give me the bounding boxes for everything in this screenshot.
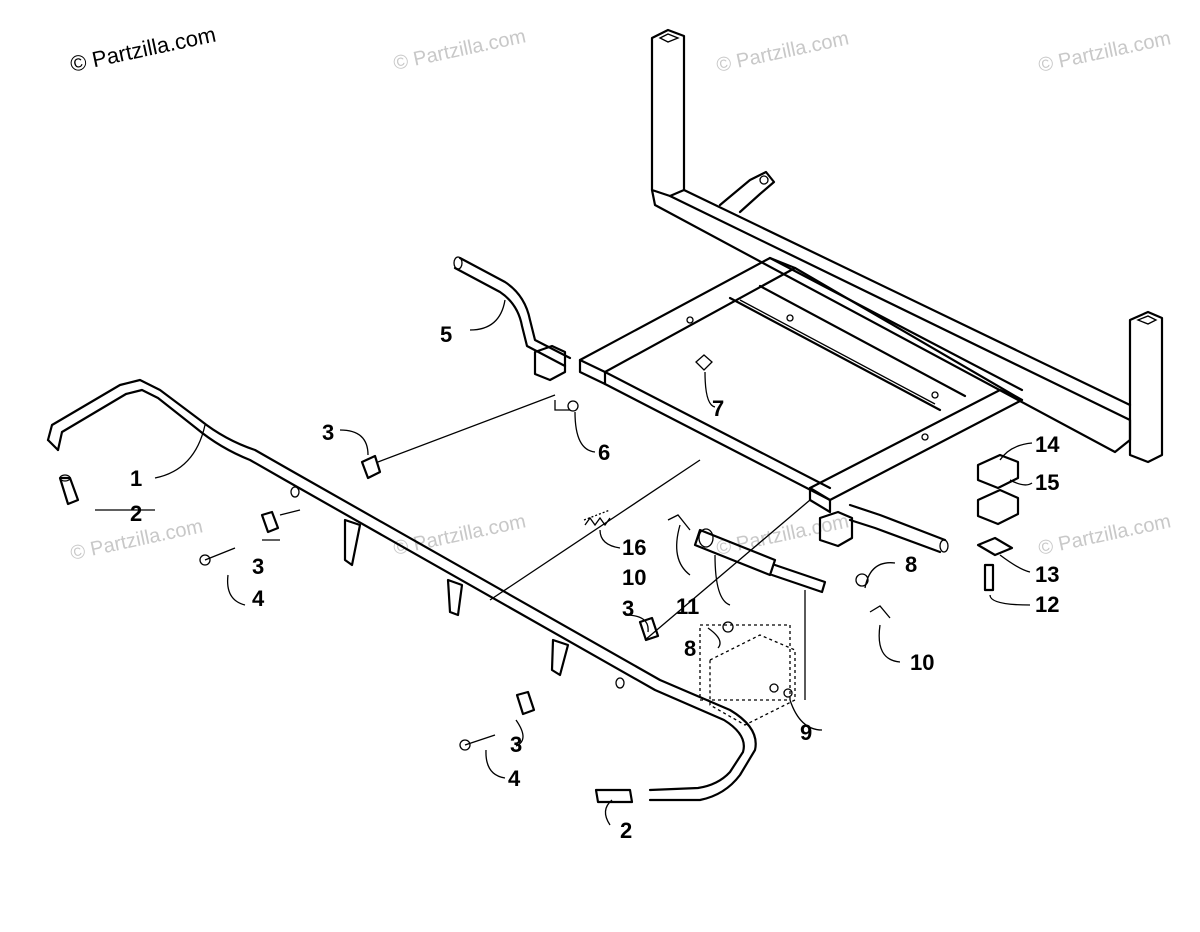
leader-lines [95,299,1033,826]
rack-main-frame [578,256,1024,514]
callout-2: 2 [620,818,632,843]
callout-7: 7 [712,396,724,421]
spring [584,516,611,527]
watermark-faint: © Partzilla.com [714,510,850,560]
callout-5: 5 [440,322,452,347]
clamp-3c [638,616,660,642]
alignment-lines [279,394,811,701]
callout-13: 13 [1035,562,1059,587]
callout-9: 9 [800,720,812,745]
rack-upright-frame [650,28,1164,464]
grip-right [594,788,634,804]
handle-bar [453,256,949,554]
callout-6: 6 [598,440,610,465]
callout-labels: 1 2 2 3 3 3 3 4 4 5 6 7 8 8 9 10 10 11 1… [130,322,1060,843]
callout-11: 11 [676,594,699,619]
clamp-assembly [976,453,1020,592]
callout-3: 3 [622,596,634,621]
hardware [199,354,891,751]
callout-8: 8 [684,636,696,661]
watermark-main: © Partzilla.com [68,22,218,77]
callout-3: 3 [252,554,264,579]
watermark-faint: © Partzilla.com [714,27,850,77]
callout-2: 2 [130,501,142,526]
callout-4: 4 [252,586,265,611]
grip-left [58,474,80,506]
callout-3: 3 [322,420,334,445]
callout-14: 14 [1035,432,1060,457]
callout-4: 4 [508,766,521,791]
callout-1: 1 [130,466,142,491]
bumper-rail [46,378,757,802]
callout-12: 12 [1035,592,1059,617]
watermark-faint: © Partzilla.com [1036,27,1172,77]
clamp-3b [260,510,280,534]
clamp-3a [360,454,382,480]
watermark-faint: © Partzilla.com [1036,510,1172,560]
callout-16: 16 [622,535,646,560]
callout-10: 10 [910,650,934,675]
callout-10: 10 [622,565,646,590]
clamp-3d [515,690,536,716]
mounting-bracket [709,634,796,726]
gas-strut [693,528,827,594]
callout-3: 3 [510,732,522,757]
watermark-faint: © Partzilla.com [391,25,527,75]
callout-15: 15 [1035,470,1059,495]
callout-8: 8 [905,552,917,577]
